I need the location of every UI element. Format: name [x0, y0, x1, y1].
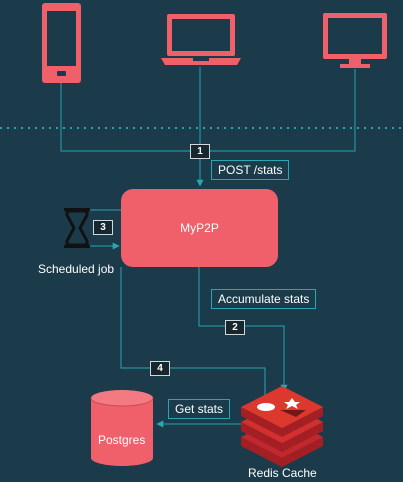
connector-job-redis [120, 267, 266, 398]
step-badge-3: 3 [93, 220, 113, 235]
step-badge-1: 1 [190, 144, 210, 159]
hourglass-icon [64, 208, 90, 248]
phone-icon [42, 3, 81, 83]
post-stats-note: POST /stats [211, 160, 290, 180]
connector-phone [60, 82, 200, 152]
myp2p-label: MyP2P [180, 221, 219, 235]
step-badge-2: 2 [225, 320, 245, 335]
laptop-icon [161, 14, 241, 65]
accumulate-stats-note: Accumulate stats [211, 289, 317, 309]
get-stats-note: Get stats [168, 399, 231, 419]
database-icon [90, 390, 154, 466]
connector-monitor [200, 69, 356, 152]
step-badge-4: 4 [150, 361, 170, 376]
postgres-label: Postgres [98, 433, 146, 447]
scheduled-job-label: Scheduled job [38, 262, 115, 276]
monitor-icon [323, 13, 387, 68]
redis-cache-label: Redis Cache [248, 466, 317, 480]
myp2p-service-box: MyP2P [121, 189, 278, 267]
redis-icon [241, 386, 323, 467]
